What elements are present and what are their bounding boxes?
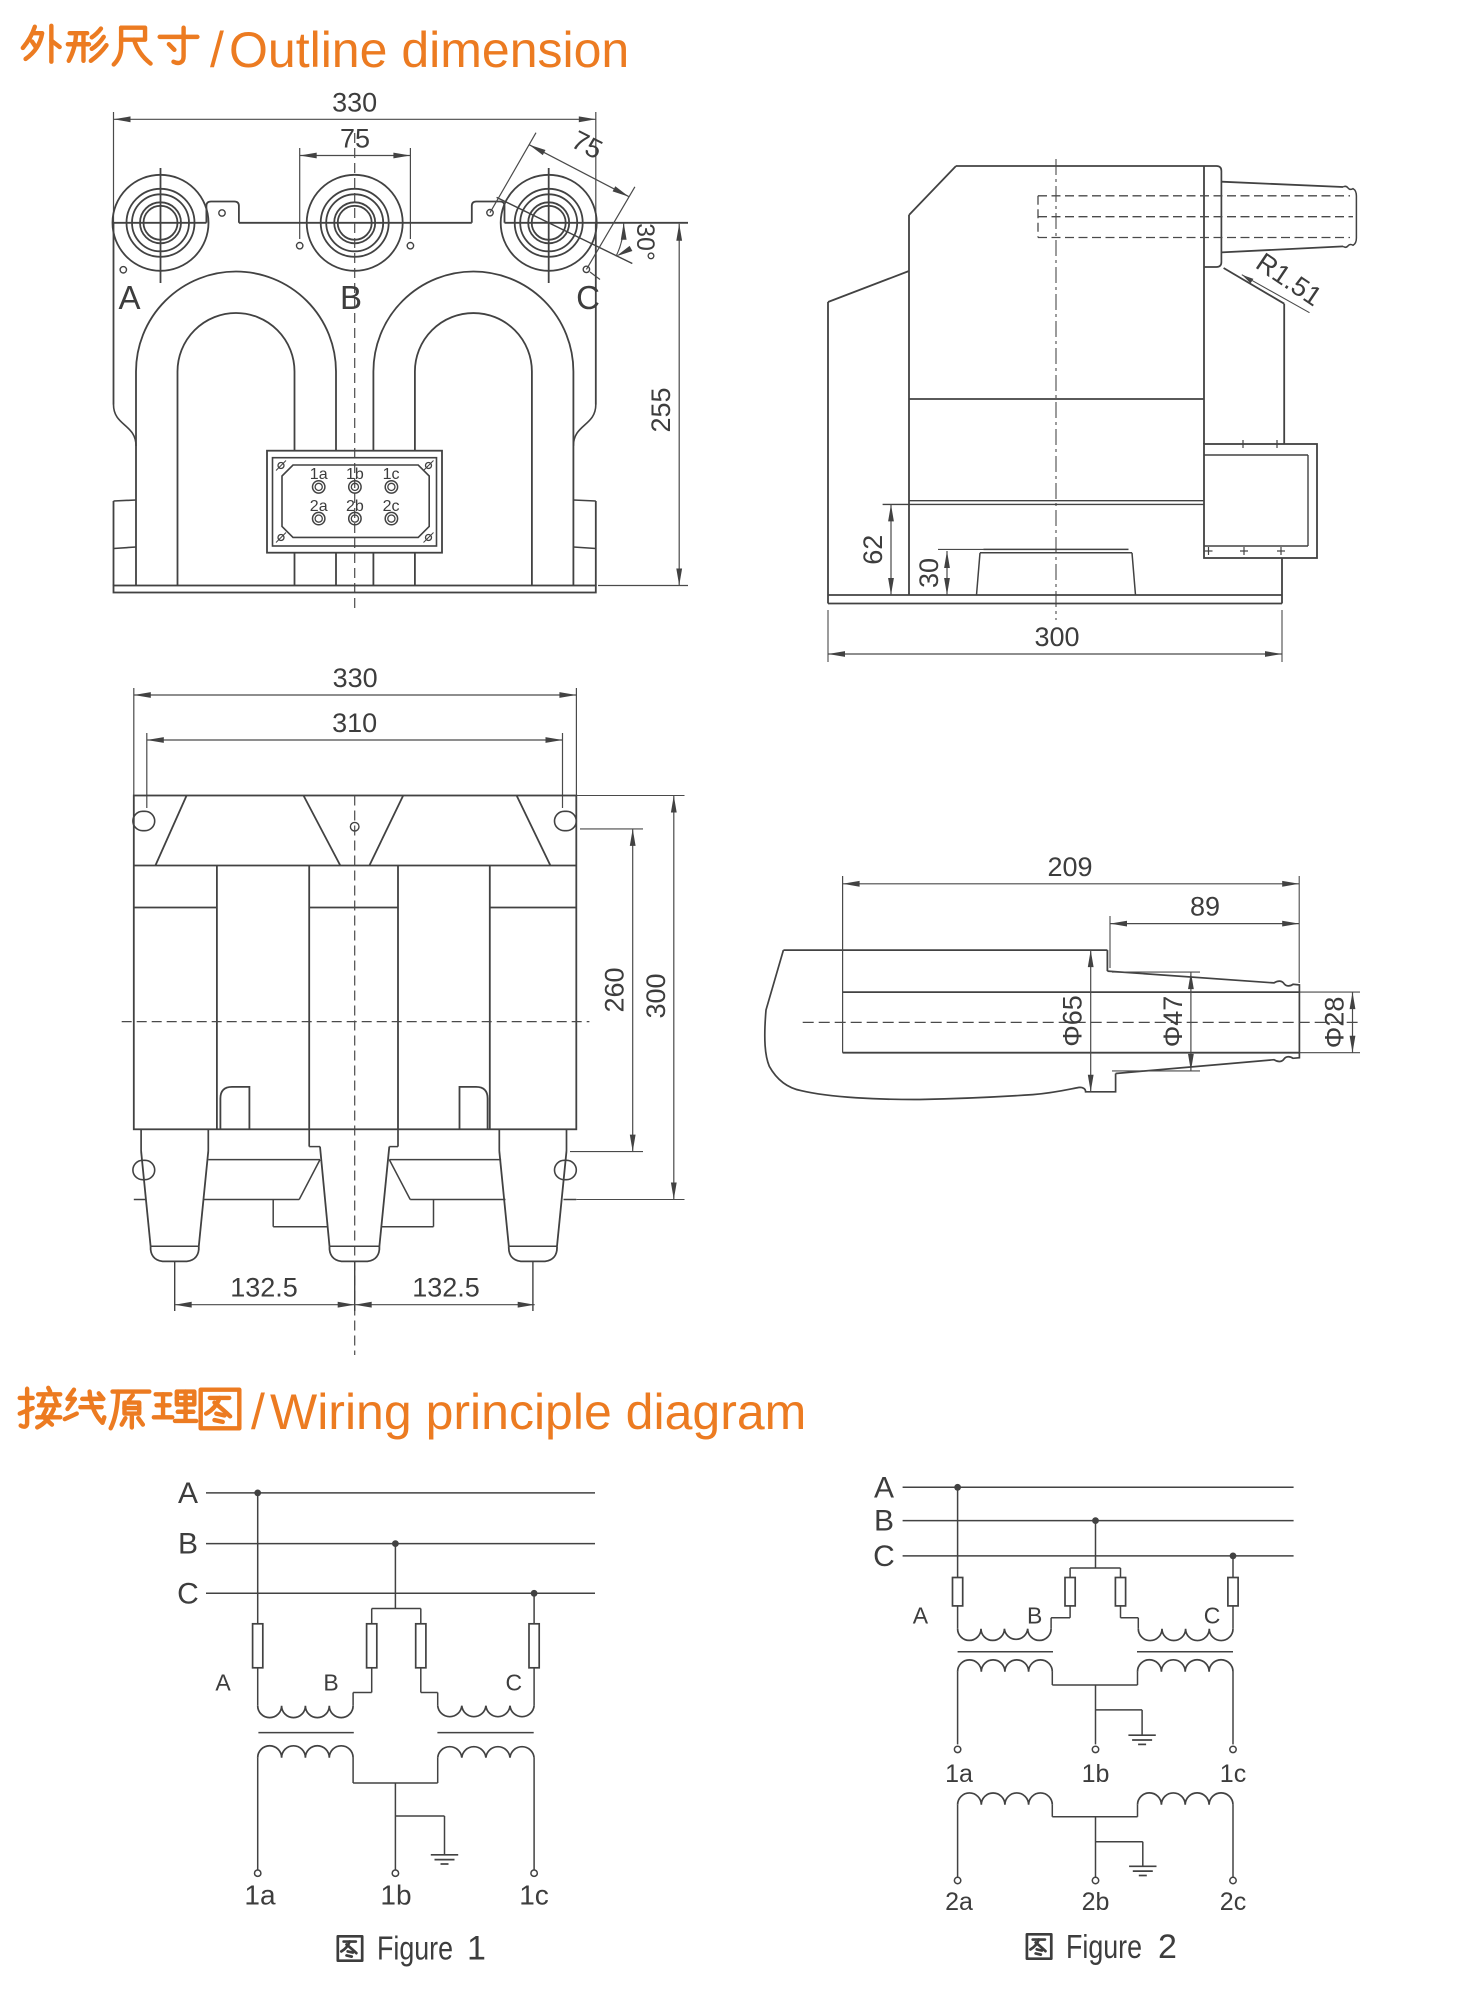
svg-text:310: 310 xyxy=(332,708,377,738)
svg-text:2a: 2a xyxy=(310,498,328,515)
svg-text:1c: 1c xyxy=(1220,1760,1246,1788)
svg-text:A: A xyxy=(215,1669,231,1695)
svg-text:C: C xyxy=(505,1669,522,1695)
svg-text:/: / xyxy=(251,1384,265,1440)
svg-text:30: 30 xyxy=(914,558,944,588)
svg-text:Figure: Figure xyxy=(1066,1928,1142,1965)
svg-text:Figure: Figure xyxy=(377,1930,453,1967)
svg-text:260: 260 xyxy=(600,967,630,1012)
svg-text:Wiring principle diagram: Wiring principle diagram xyxy=(270,1384,806,1440)
svg-text:62: 62 xyxy=(858,535,888,565)
svg-text:255: 255 xyxy=(646,387,676,432)
svg-text:Φ28: Φ28 xyxy=(1320,997,1350,1049)
svg-text:A: A xyxy=(118,279,140,316)
svg-text:330: 330 xyxy=(332,87,377,117)
svg-text:B: B xyxy=(340,279,362,316)
svg-text:B: B xyxy=(323,1669,338,1695)
svg-text:A: A xyxy=(913,1602,929,1628)
svg-text:2c: 2c xyxy=(1220,1888,1246,1916)
svg-text:C: C xyxy=(576,279,600,316)
svg-text:1b: 1b xyxy=(380,1880,411,1911)
svg-text:C: C xyxy=(1204,1602,1221,1628)
svg-text:C: C xyxy=(873,1540,895,1573)
svg-text:1b: 1b xyxy=(346,466,364,483)
svg-text:B: B xyxy=(1027,1602,1042,1628)
svg-text:2c: 2c xyxy=(383,498,400,515)
svg-text:300: 300 xyxy=(1034,622,1079,652)
svg-text:132.5: 132.5 xyxy=(230,1273,298,1303)
svg-text:1a: 1a xyxy=(244,1880,276,1911)
svg-text:B: B xyxy=(874,1505,894,1538)
svg-text:300: 300 xyxy=(641,973,671,1018)
svg-text:330: 330 xyxy=(333,663,378,693)
svg-text:75: 75 xyxy=(567,125,607,165)
svg-text:Φ65: Φ65 xyxy=(1058,995,1088,1047)
svg-text:209: 209 xyxy=(1047,852,1092,882)
svg-text:C: C xyxy=(177,1577,199,1610)
svg-text:A: A xyxy=(874,1471,894,1504)
svg-text:B: B xyxy=(178,1528,198,1561)
svg-text:/: / xyxy=(210,22,224,78)
svg-text:A: A xyxy=(178,1477,198,1510)
svg-text:1a: 1a xyxy=(945,1760,973,1788)
svg-text:2b: 2b xyxy=(346,498,364,515)
svg-text:30°: 30° xyxy=(631,223,659,261)
svg-text:Outline dimension: Outline dimension xyxy=(229,22,629,78)
svg-text:Φ47: Φ47 xyxy=(1158,996,1188,1048)
svg-text:2a: 2a xyxy=(945,1888,973,1916)
svg-text:2b: 2b xyxy=(1082,1888,1110,1916)
svg-text:1c: 1c xyxy=(519,1880,549,1911)
svg-text:89: 89 xyxy=(1190,892,1220,922)
svg-text:1a: 1a xyxy=(310,466,328,483)
svg-text:R1.51: R1.51 xyxy=(1251,247,1328,312)
svg-text:1b: 1b xyxy=(1082,1760,1110,1788)
svg-text:1c: 1c xyxy=(383,466,400,483)
svg-text:1: 1 xyxy=(467,1930,486,1968)
svg-text:132.5: 132.5 xyxy=(412,1273,480,1303)
svg-text:2: 2 xyxy=(1158,1928,1177,1966)
